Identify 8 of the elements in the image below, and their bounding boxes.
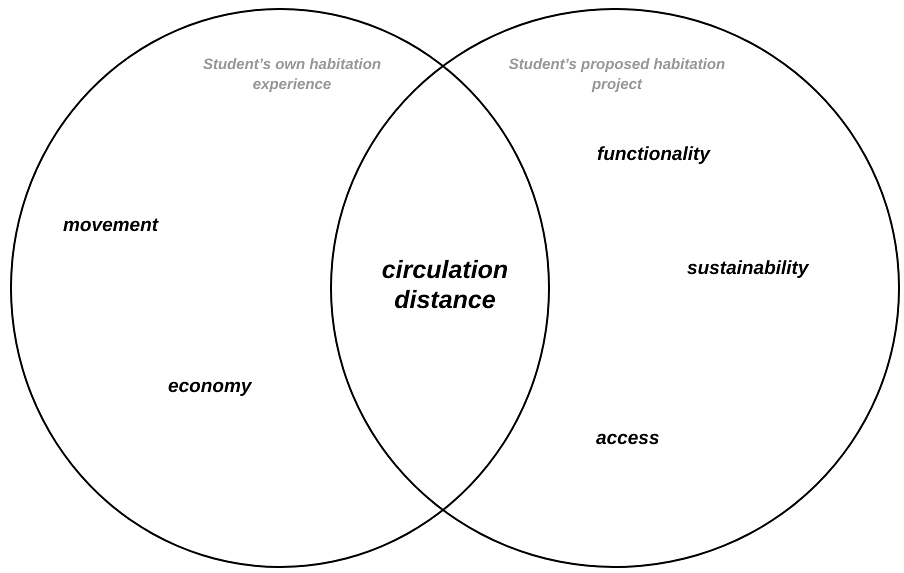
circle-heading: Student’s proposed habitation project xyxy=(508,55,726,95)
circle-heading: Student’s own habitation experience xyxy=(202,55,382,95)
venn-term: economy xyxy=(168,376,252,398)
venn-term: sustainability xyxy=(687,258,808,280)
venn-term: movement xyxy=(63,215,158,237)
venn-term: functionality xyxy=(597,144,710,166)
venn-term: access xyxy=(596,428,660,450)
venn-term: circulation distance xyxy=(380,255,510,315)
